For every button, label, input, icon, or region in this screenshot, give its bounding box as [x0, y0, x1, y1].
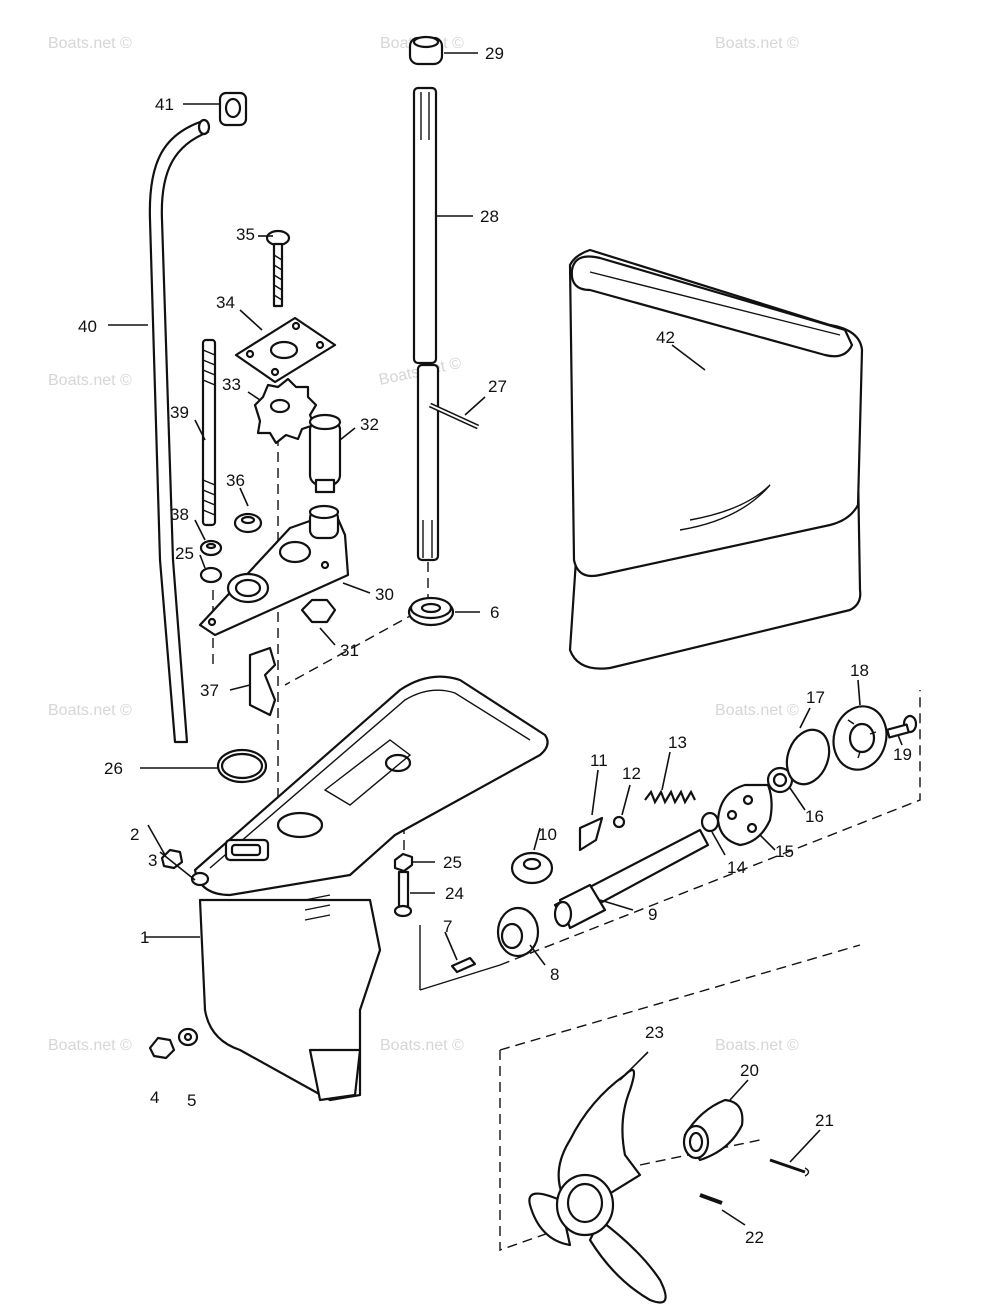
grommet-part-31	[300, 598, 337, 624]
tube-part-32	[308, 413, 342, 494]
callout-35: 35	[236, 225, 255, 244]
watermark: Boats.net ©	[715, 1037, 799, 1054]
watermark: Boats.net ©	[380, 1037, 464, 1054]
stud-part-39	[201, 338, 217, 527]
callout-9: 9	[648, 905, 657, 924]
callout-23: 23	[645, 1023, 664, 1042]
callout-21: 21	[815, 1111, 834, 1130]
callout-27: 27	[488, 377, 507, 396]
screw-part-24	[393, 870, 413, 918]
callout-13: 13	[668, 733, 687, 752]
clip-part-37	[248, 646, 277, 717]
callout-10: 10	[538, 825, 557, 844]
ball-part-12	[612, 815, 626, 829]
nut-part-20	[682, 1098, 744, 1162]
watermarks: Boats.net © Boats.net © Boats.net © Boat…	[48, 35, 799, 1054]
screw-part-2	[160, 848, 184, 870]
leader-lines	[108, 52, 903, 1226]
spring-part-13	[644, 789, 696, 805]
callout-8: 8	[550, 965, 559, 984]
callout-15: 15	[775, 842, 794, 861]
gearcase-part-1	[193, 675, 549, 1102]
bearing-part-6	[407, 596, 455, 627]
watermark: Boats.net ©	[48, 702, 132, 719]
callout-24: 24	[445, 884, 464, 903]
carrier-part-18	[832, 705, 888, 771]
cowl-part-42	[568, 248, 864, 670]
callout-34: 34	[216, 293, 235, 312]
callout-37: 37	[200, 681, 219, 700]
screw-part-35	[265, 229, 291, 308]
driveshaft-part-28	[412, 86, 440, 562]
callout-38: 38	[170, 505, 189, 524]
callout-36: 36	[226, 471, 245, 490]
washer-part-5	[177, 1027, 199, 1047]
callout-32: 32	[360, 415, 379, 434]
callout-6: 6	[490, 603, 499, 622]
washer-part-10	[510, 851, 554, 885]
callout-40: 40	[78, 317, 97, 336]
callout-12: 12	[622, 764, 641, 783]
callout-5: 5	[187, 1091, 196, 1110]
callout-25b: 25	[443, 853, 462, 872]
washer-part-36	[233, 512, 263, 534]
impeller-part-33	[253, 377, 318, 445]
pin-part-22	[699, 1193, 723, 1205]
bearing-part-16	[766, 766, 794, 794]
callout-16: 16	[805, 807, 824, 826]
screw-part-19	[886, 714, 918, 739]
gear-part-15	[716, 783, 773, 847]
callout-33: 33	[222, 375, 241, 394]
plug-part-4	[148, 1036, 176, 1060]
pump-base-part-30	[198, 504, 350, 637]
callout-39: 39	[170, 403, 189, 422]
grommet-part-41	[218, 91, 248, 127]
callout-29: 29	[485, 44, 504, 63]
callout-7: 7	[443, 917, 452, 936]
clip-part-11	[578, 816, 604, 852]
callout-1: 1	[140, 928, 149, 947]
callout-22: 22	[745, 1228, 764, 1247]
key-part-7	[450, 956, 477, 974]
gear-part-8	[496, 906, 540, 958]
nut-part-38	[199, 539, 223, 557]
callout-26: 26	[104, 759, 123, 778]
callout-20: 20	[740, 1061, 759, 1080]
nut-part-25	[393, 852, 414, 873]
o-ring-part-17	[785, 728, 831, 786]
callout-2: 2	[130, 825, 139, 844]
watermark: Boats.net ©	[715, 702, 799, 719]
watermark: Boats.net ©	[48, 35, 132, 52]
callout-28: 28	[480, 207, 499, 226]
callout-17: 17	[806, 688, 825, 707]
plate-part-34	[234, 316, 337, 384]
water-tube-part-40	[148, 118, 211, 744]
coupler-part-29	[408, 35, 444, 66]
callout-4: 4	[150, 1088, 159, 1107]
callout-19: 19	[893, 745, 912, 764]
cotter-pin-part-21	[769, 1158, 810, 1177]
callout-41: 41	[155, 95, 174, 114]
callout-14: 14	[727, 858, 746, 877]
callout-31: 31	[340, 641, 359, 660]
washer-part-25	[199, 566, 223, 584]
callout-30: 30	[375, 585, 394, 604]
watermark: Boats.net ©	[48, 1037, 132, 1054]
watermark: Boats.net ©	[48, 372, 132, 389]
washer-part-3	[190, 871, 210, 887]
callout-25a: 25	[175, 544, 194, 563]
propeller-shaft-part-9	[553, 828, 710, 930]
callout-18: 18	[850, 661, 869, 680]
pin-part-27	[428, 402, 480, 430]
propeller-part-23	[528, 1068, 667, 1304]
watermark: Boats.net ©	[715, 35, 799, 52]
callout-labels: 1 2 3 4 5 6 7 8 9 10 11 12 13 14 15 16 1…	[78, 44, 912, 1247]
callout-42: 42	[656, 328, 675, 347]
callout-11: 11	[590, 751, 608, 770]
o-ring-part-26	[216, 748, 268, 784]
callout-3: 3	[148, 851, 157, 870]
washer-part-14	[700, 811, 720, 833]
